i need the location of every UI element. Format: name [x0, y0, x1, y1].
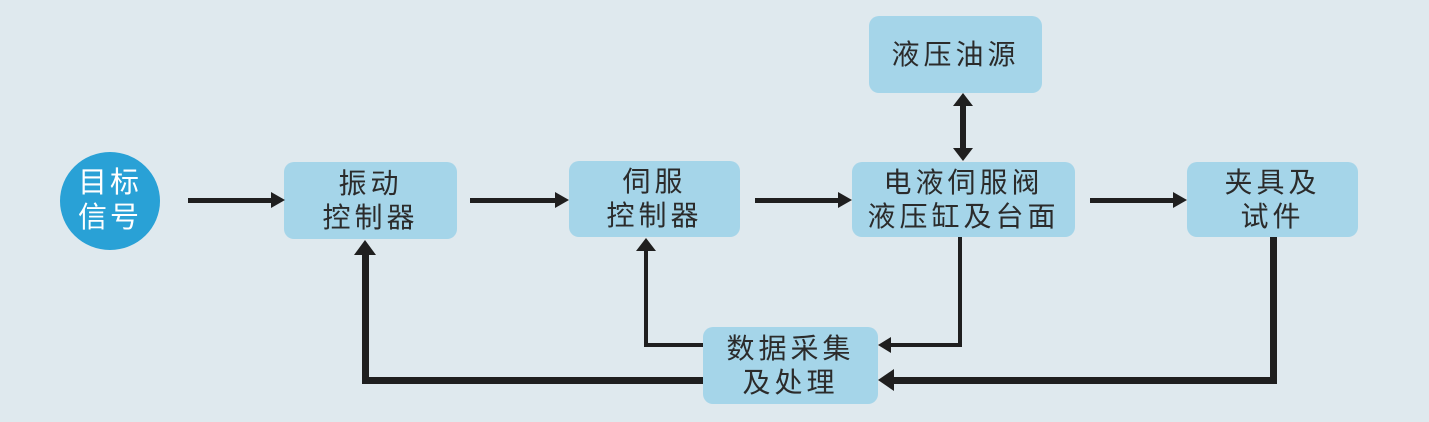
node-vibration-controller: 振动 控制器: [284, 162, 457, 239]
node-target-signal: 目标 信号: [60, 152, 160, 250]
arrowhead-right-icon: [555, 192, 569, 208]
node-label: 夹具及: [1224, 166, 1321, 198]
arrowhead-right-icon: [271, 192, 285, 208]
arrow-line: [470, 198, 555, 203]
arrow-line: [960, 104, 966, 151]
node-label: 控制器: [322, 201, 419, 233]
arrowhead-up-icon: [636, 238, 656, 251]
node-label: 液压缸及台面: [867, 200, 1060, 232]
node-label: 数据采集: [726, 332, 855, 364]
node-label: 控制器: [606, 200, 703, 231]
arrow-line: [362, 253, 369, 384]
arrow-line: [755, 198, 838, 203]
node-hydraulic-oil-source: 液压油源: [869, 16, 1042, 93]
arrow-line: [958, 237, 962, 345]
arrow-line: [1270, 237, 1277, 384]
arrow-line: [644, 251, 648, 345]
node-label: 信号: [77, 202, 142, 234]
node-label: 试件: [1240, 200, 1305, 232]
arrow-line: [644, 343, 703, 347]
node-label: 液压油源: [891, 38, 1020, 70]
node-label: 目标: [77, 167, 142, 199]
node-servo-controller: 伺服 控制器: [569, 161, 740, 237]
node-label: 及处理: [742, 366, 839, 398]
arrowhead-left-icon: [878, 369, 894, 391]
node-label: 伺服: [622, 166, 687, 197]
arrowhead-down-icon: [953, 148, 973, 161]
node-servo-valve-cylinder-table: 电液伺服阀 液压缸及台面: [852, 162, 1075, 237]
node-data-acquisition: 数据采集 及处理: [703, 327, 878, 404]
arrow-line: [891, 343, 962, 347]
arrowhead-right-icon: [1173, 192, 1187, 208]
arrowhead-up-icon: [354, 240, 376, 255]
arrowhead-right-icon: [838, 192, 852, 208]
arrowhead-up-icon: [953, 93, 973, 106]
arrow-line: [1090, 198, 1173, 203]
arrow-line: [362, 377, 703, 384]
arrow-line: [894, 377, 1277, 384]
node-fixture-specimen: 夹具及 试件: [1187, 162, 1358, 237]
arrow-line: [188, 198, 271, 203]
arrowhead-left-icon: [878, 337, 891, 353]
node-label: 电液伺服阀: [883, 166, 1044, 198]
node-label: 振动: [338, 167, 403, 199]
